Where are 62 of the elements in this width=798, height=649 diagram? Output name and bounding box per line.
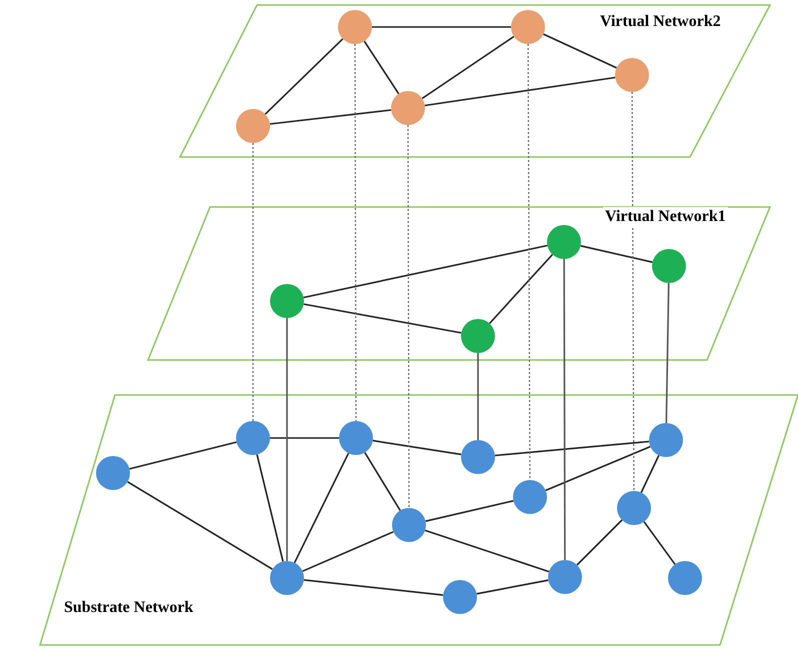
layer-label: Virtual Network1 xyxy=(603,207,728,227)
link-line xyxy=(304,579,444,596)
network-node xyxy=(548,560,582,594)
link-line xyxy=(270,109,392,125)
network-node xyxy=(617,491,651,525)
link-line xyxy=(127,481,273,570)
mapping-line xyxy=(252,143,254,421)
link-line xyxy=(576,519,623,566)
link-line xyxy=(129,441,237,470)
network-plane xyxy=(40,395,798,645)
link-line xyxy=(303,244,548,298)
link-line xyxy=(666,282,670,424)
link-line xyxy=(580,245,653,263)
mapping-line xyxy=(632,92,634,491)
network-plane xyxy=(148,207,770,360)
link-line xyxy=(425,500,514,522)
network-node xyxy=(96,456,130,490)
link-line xyxy=(294,452,350,564)
link-line xyxy=(543,33,617,69)
network-node xyxy=(652,249,686,283)
link-line xyxy=(563,259,566,560)
link-line xyxy=(476,579,548,595)
network-node xyxy=(668,561,702,595)
link-line xyxy=(270,437,339,439)
mapping-line xyxy=(407,125,410,508)
network-node xyxy=(615,58,649,92)
link-line xyxy=(304,303,462,334)
mapping-line xyxy=(528,44,530,480)
link-line xyxy=(643,521,676,565)
link-line xyxy=(364,40,400,94)
link-line xyxy=(424,530,550,572)
network-node xyxy=(513,480,547,514)
link-line xyxy=(640,455,660,493)
link-line xyxy=(372,440,462,456)
link-line xyxy=(488,254,554,324)
link-line xyxy=(364,452,401,511)
link-line xyxy=(372,26,511,28)
network-node xyxy=(649,423,683,457)
network-plane xyxy=(180,5,770,157)
link-line xyxy=(545,446,651,492)
link-line xyxy=(477,353,479,440)
network-node xyxy=(511,10,545,44)
link-line xyxy=(256,454,284,562)
network-node xyxy=(443,580,477,614)
link-line xyxy=(302,531,394,572)
link-line xyxy=(422,36,514,100)
network-node xyxy=(461,440,495,474)
network-node xyxy=(236,421,270,455)
network-node xyxy=(338,10,372,44)
network-node xyxy=(270,284,304,318)
network-node xyxy=(461,319,495,353)
network-node xyxy=(392,508,426,542)
link-line xyxy=(286,318,288,561)
link-line xyxy=(494,440,650,456)
mapping-line xyxy=(354,44,357,421)
link-line xyxy=(264,38,344,115)
network-node xyxy=(391,91,425,125)
network-node xyxy=(270,561,304,595)
network-node xyxy=(339,421,373,455)
network-node xyxy=(236,109,270,143)
link-line xyxy=(424,76,616,106)
network-node xyxy=(547,225,581,259)
